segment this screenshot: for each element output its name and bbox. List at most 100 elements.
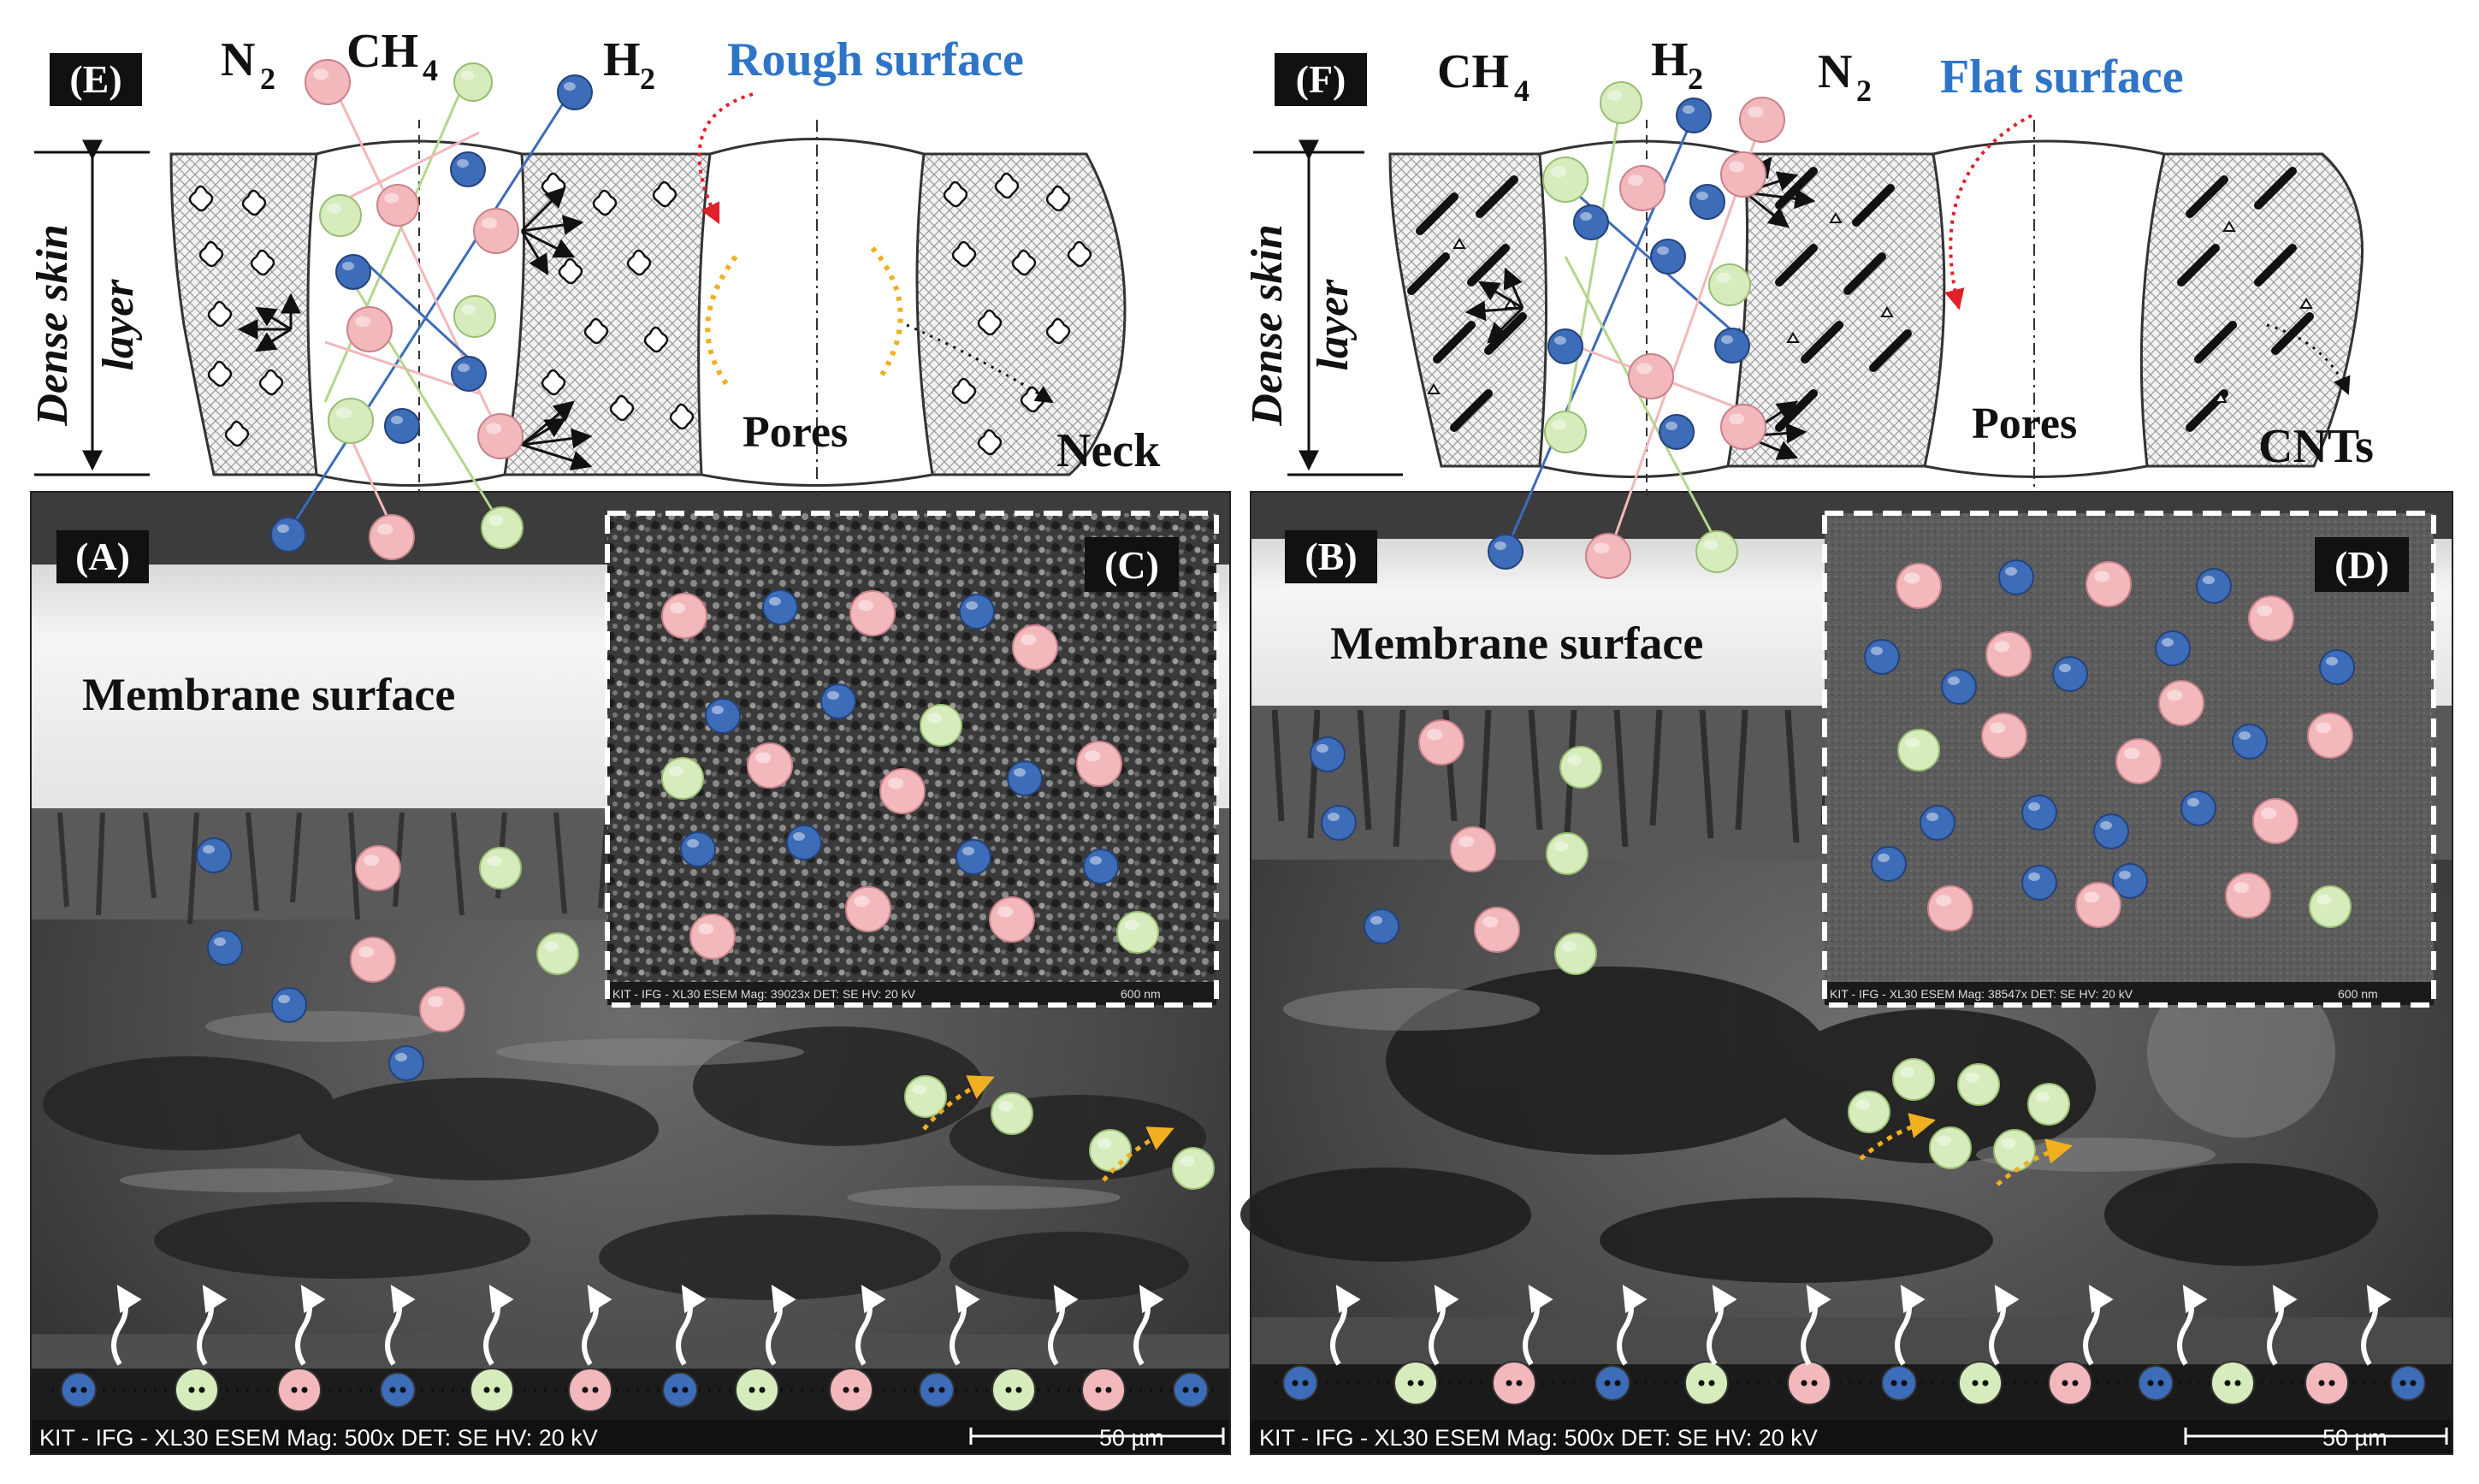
molecule-highlight	[2124, 748, 2140, 760]
molecule-dot	[2072, 1380, 2079, 1386]
wavy-arrow	[295, 1284, 326, 1366]
dense-skin-label-f: Dense skin	[1243, 224, 1292, 426]
n2-molecule	[845, 886, 891, 932]
h2-molecule	[820, 683, 856, 719]
permeate-molecule	[61, 1372, 97, 1408]
molecule-highlight	[203, 845, 215, 854]
molecule-highlight	[391, 416, 403, 424]
molecule-dot	[1015, 1386, 1022, 1393]
molecule-highlight	[1594, 542, 1610, 554]
gas-label-ch4-f: CH 4	[1437, 45, 1529, 108]
ch4-molecule	[1542, 157, 1589, 203]
scale-label-d: 600 nm	[2338, 987, 2378, 1001]
molecule-dot	[2318, 1380, 2325, 1386]
ch4-molecule	[1848, 1091, 1890, 1133]
molecule-dot	[1811, 1380, 1818, 1386]
panel-letter-f: (F)	[1296, 57, 1346, 101]
permeate-molecule	[1282, 1365, 1318, 1401]
ch4-molecule	[1897, 729, 1940, 772]
molecule-highlight	[1567, 754, 1583, 766]
h2-molecule	[2093, 813, 2129, 849]
h2-molecule	[1998, 559, 2034, 595]
molecule-highlight	[2257, 605, 2273, 617]
molecule-highlight	[912, 1084, 927, 1095]
molecule-highlight	[1316, 744, 1328, 753]
permeate-molecule	[1958, 1361, 2003, 1405]
molecule-highlight	[1328, 813, 1340, 821]
molecule-highlight	[564, 82, 576, 91]
h2-molecule	[196, 837, 232, 873]
molecule-highlight	[1562, 941, 1577, 952]
h2-molecule	[335, 254, 371, 290]
molecule-highlight	[2035, 1091, 2050, 1103]
molecule-highlight	[458, 364, 470, 372]
h2-molecule	[1676, 98, 1712, 133]
n2-molecule	[1012, 624, 1058, 671]
wavy-arrow	[1801, 1284, 1831, 1366]
h2-molecule	[1364, 908, 1399, 944]
gas-label-h2-f: H 2	[1651, 33, 1703, 96]
permeate-molecule	[1594, 1365, 1630, 1401]
svg-text:CH: CH	[1437, 45, 1509, 98]
h2-molecule	[271, 987, 307, 1023]
molecule-dot	[1095, 1386, 1102, 1393]
molecule-dot	[1105, 1386, 1112, 1393]
pores-label-e: Pores	[743, 408, 848, 457]
ch4-molecule	[1559, 746, 1602, 789]
molecule-dot	[494, 1386, 500, 1393]
molecule-highlight	[1580, 212, 1592, 221]
molecule-dot	[1417, 1380, 1424, 1386]
n2-molecule	[1585, 533, 1631, 579]
h2-molecule	[2180, 790, 2216, 826]
h2-molecule	[1573, 204, 1609, 240]
n2-molecule	[1896, 563, 1942, 609]
neck-label: Neck	[1056, 424, 1161, 477]
h2-molecule	[1310, 736, 1346, 772]
h2-molecule	[2112, 863, 2148, 899]
molecule-highlight	[827, 691, 839, 700]
molecule-dot	[938, 1386, 945, 1393]
n2-molecule	[1619, 165, 1665, 211]
ch4-molecule	[1708, 263, 1751, 306]
wavy-arrow	[2083, 1284, 2114, 1366]
wavy-arrow	[1895, 1284, 1926, 1366]
h2-molecule	[1659, 414, 1695, 450]
molecule-highlight	[277, 524, 289, 533]
ch4-molecule	[1544, 411, 1587, 453]
n2-molecule	[1418, 719, 1464, 766]
molecule-dot	[1407, 1380, 1414, 1386]
molecule-highlight	[342, 262, 354, 270]
molecule-highlight	[1607, 90, 1623, 101]
wavy-arrow	[1989, 1284, 2020, 1366]
molecule-highlight	[2187, 798, 2199, 807]
molecule-highlight	[487, 855, 502, 866]
molecule-highlight	[1871, 647, 1883, 655]
molecule-highlight	[1878, 854, 1890, 862]
wavy-arrow	[855, 1284, 886, 1366]
permeate-molecule	[1173, 1372, 1209, 1408]
molecule-highlight	[1097, 1138, 1112, 1149]
molecule-highlight	[1482, 916, 1499, 928]
molecule-dot	[1192, 1386, 1199, 1393]
molecule-highlight	[486, 423, 502, 435]
molecule-highlight	[460, 70, 475, 80]
molecule-dot	[1292, 1380, 1299, 1386]
wavy-arrow	[1133, 1284, 1164, 1366]
molecule-highlight	[1494, 541, 1506, 550]
molecule-highlight	[457, 159, 469, 168]
molecule-highlight	[1636, 363, 1653, 375]
permeate-molecule	[2048, 1361, 2092, 1405]
gas-label-h2-e: H 2	[603, 33, 655, 96]
molecule-highlight	[1905, 737, 1920, 748]
svg-text:2: 2	[260, 62, 275, 96]
molecule-highlight	[364, 854, 380, 866]
molecule-highlight	[1948, 677, 1960, 685]
scale-label-b: 50 µm	[2322, 1425, 2387, 1451]
molecule-dot	[672, 1386, 678, 1393]
molecule-highlight	[544, 941, 559, 952]
n2-molecule	[1474, 907, 1520, 953]
h2-molecule	[2232, 724, 2268, 760]
molecule-highlight	[1427, 729, 1443, 741]
ch4-molecule	[479, 847, 522, 890]
